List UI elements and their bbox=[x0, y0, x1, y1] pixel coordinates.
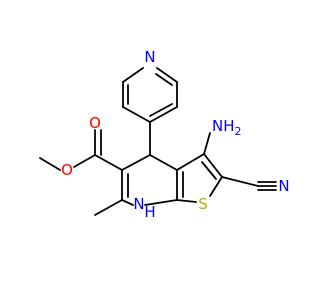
amino-nh-text: NH bbox=[212, 117, 235, 135]
pyridine-nitrogen-label: N bbox=[144, 48, 155, 66]
bond-c3-nh2 bbox=[203, 132, 211, 155]
bond-pyr-c6-n-inner bbox=[155, 73, 173, 86]
bond-lines bbox=[39, 67, 277, 216]
bond-carbonyl-c-oester bbox=[73, 154, 96, 168]
bond-c4-c4a bbox=[149, 154, 178, 171]
ring-nitrogen-label: N bbox=[133, 195, 144, 213]
bond-s-c7a bbox=[176, 199, 197, 203]
carbonyl-oxygen-label: O bbox=[89, 114, 101, 132]
nitrile-nitrogen-label: N bbox=[278, 177, 289, 195]
bond-pyr-c3-c4 bbox=[122, 106, 151, 123]
ester-oxygen-label: O bbox=[61, 161, 73, 179]
amino-subscript: 2 bbox=[235, 125, 242, 138]
bond-pyr-n-c2 bbox=[122, 67, 144, 83]
bond-c3-c2-inner bbox=[201, 161, 217, 180]
bond-pyr-c6-n bbox=[156, 67, 178, 83]
ring-nh-hydrogen-label: H bbox=[144, 203, 155, 221]
bond-c2-cn bbox=[221, 176, 259, 187]
molecule-structure: N NH2 O O N S N H bbox=[39, 48, 290, 221]
amino-group-label: NH2 bbox=[212, 117, 242, 138]
bond-c3-c2 bbox=[203, 153, 223, 178]
bond-c6-n7 bbox=[121, 199, 134, 206]
bond-c4-c5 bbox=[121, 154, 151, 171]
bond-c2-s bbox=[209, 176, 223, 197]
bond-pyr-c4-c5 bbox=[149, 106, 178, 123]
bond-n7-c7a bbox=[144, 199, 178, 206]
thiophene-sulfur-label: S bbox=[198, 195, 208, 213]
bond-oester-methyl bbox=[39, 157, 61, 171]
bond-c5-carbonyl-c bbox=[94, 154, 123, 171]
bond-c6-methyl bbox=[94, 199, 123, 216]
bond-c4a-c3 bbox=[176, 153, 205, 171]
bond-pyr-c4-c5-inner bbox=[149, 103, 173, 117]
